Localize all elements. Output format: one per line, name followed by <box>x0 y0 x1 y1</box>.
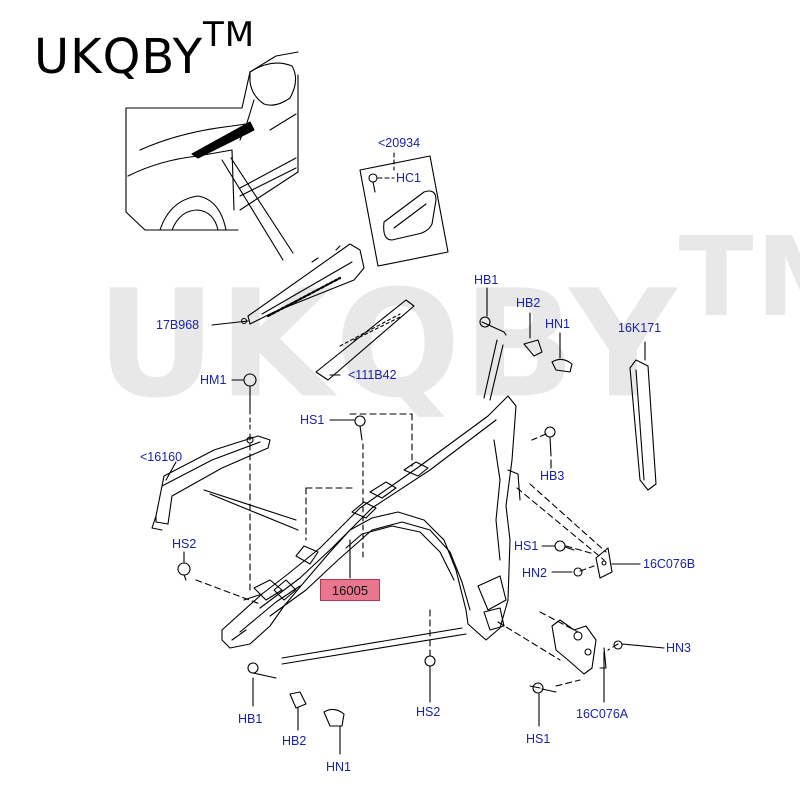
fastener-hs1-top <box>329 415 366 561</box>
label-16160[interactable]: <16160 <box>140 450 183 464</box>
leader-inset-to-part <box>230 157 294 254</box>
label-20934[interactable]: <20934 <box>378 136 421 150</box>
label-hs2-bottom[interactable]: HS2 <box>416 705 441 719</box>
label-16005-highlight[interactable]: 16005 <box>320 579 380 601</box>
label-hn1-bottom[interactable]: HN1 <box>326 760 352 774</box>
part-16160 <box>151 435 299 531</box>
part-16k171 <box>629 341 657 491</box>
part-111b42 <box>315 299 415 381</box>
fastener-hs2-left <box>177 551 191 581</box>
part-16005-fender <box>221 395 521 649</box>
part-16c076a <box>529 619 665 727</box>
label-16c076a[interactable]: 16C076A <box>576 707 629 721</box>
label-hm1[interactable]: HM1 <box>200 373 227 387</box>
vehicle-inset <box>125 51 299 231</box>
brand-trademark: TM <box>203 15 256 55</box>
label-hb1-top[interactable]: HB1 <box>474 273 499 287</box>
label-hs1-top[interactable]: HS1 <box>300 413 325 427</box>
label-hs2-left[interactable]: HS2 <box>172 537 197 551</box>
fastener-hm1 <box>231 373 257 433</box>
label-17b968[interactable]: 17B968 <box>156 318 200 332</box>
label-111b42[interactable]: <111B42 <box>348 368 397 382</box>
label-hn2-mid[interactable]: HN2 <box>522 566 548 580</box>
label-hb2-bottom[interactable]: HB2 <box>282 734 307 748</box>
fasteners-bottom-left <box>247 662 345 755</box>
fasteners-mid <box>541 540 641 579</box>
label-hb2-top[interactable]: HB2 <box>516 296 541 310</box>
box-20934 <box>359 152 449 267</box>
label-hn1-top[interactable]: HN1 <box>545 317 571 331</box>
label-hb1-bottom[interactable]: HB1 <box>238 712 263 726</box>
label-16c076b[interactable]: 16C076B <box>643 557 696 571</box>
fasteners-top <box>479 287 573 401</box>
brand-name: UKQBY <box>34 29 204 85</box>
fastener-hs2-bottom <box>424 655 436 703</box>
part-17b968 <box>211 243 365 326</box>
brand-logo: UKQBYTM <box>34 18 255 81</box>
label-hs1-bottom[interactable]: HS1 <box>526 732 551 746</box>
label-hc1[interactable]: HC1 <box>396 171 422 185</box>
label-hn3[interactable]: HN3 <box>666 641 692 655</box>
inset-highlight-strip <box>191 121 255 159</box>
label-hs1-mid[interactable]: HS1 <box>514 539 539 553</box>
label-hb3[interactable]: HB3 <box>540 469 565 483</box>
fastener-hb3 <box>544 426 556 469</box>
label-16k171[interactable]: 16K171 <box>618 321 662 335</box>
